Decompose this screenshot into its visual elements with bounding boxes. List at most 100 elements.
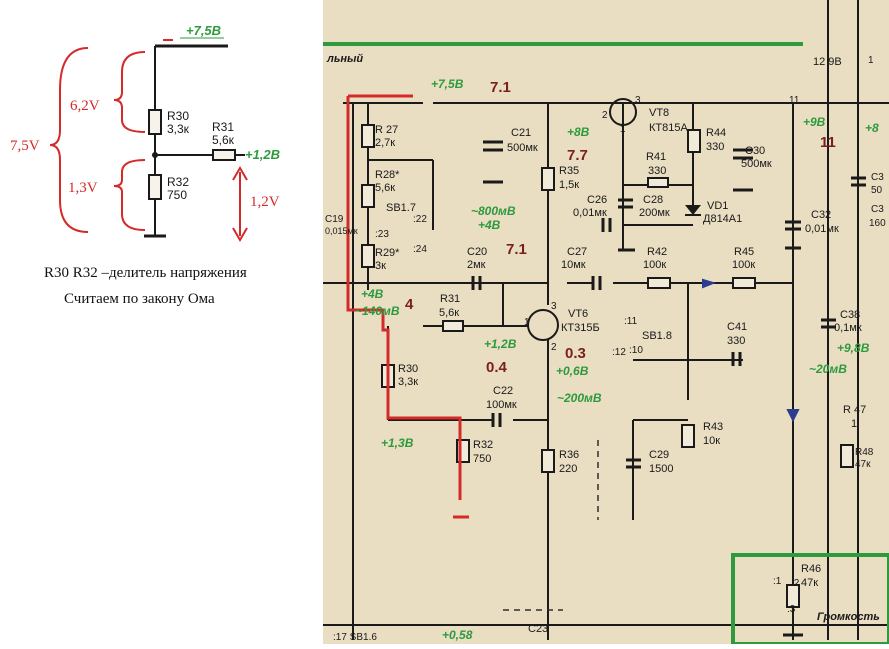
c41-name: C41 (727, 321, 747, 333)
c19-name: C19 (325, 214, 344, 225)
c38-name: C38 (840, 309, 860, 321)
r41-value: 330 (648, 165, 666, 177)
v058-voltage: +0,58 (442, 628, 473, 642)
r30-value: 3,3к (398, 376, 418, 388)
vd1-type: Д814А1 (703, 213, 742, 225)
v140-voltage: ~140мВ (355, 304, 400, 318)
left-explanation-panel: +7,5В R30 3,3к R31 5,6к +1,2В R32 750 7,… (0, 0, 323, 644)
vt8-pin-3: 3 (635, 95, 641, 106)
r28-value: 5,6к (375, 182, 395, 194)
r28-name: R28* (375, 169, 400, 181)
right-edge-50: 50 (871, 185, 883, 196)
sb18-pin-12: :12 (612, 347, 626, 358)
c32-name: C32 (811, 209, 831, 221)
c20-value: 2мк (467, 259, 486, 271)
c30-name: C30 (745, 145, 765, 157)
v800-voltage: ~800мВ (471, 204, 516, 218)
r31-name: R31 (212, 120, 234, 134)
c29-name: C29 (649, 449, 669, 461)
r47-value: 1 (851, 418, 857, 430)
v20-voltage: ~20мВ (809, 362, 847, 376)
r32-name: R32 (167, 175, 189, 189)
c26-value: 0,01мк (573, 207, 607, 219)
r30-name: R30 (398, 363, 418, 375)
r44-value: 330 (706, 141, 724, 153)
schematic-scan: льный R 27 2,7к R28* 5,6к SB1.7 :22 :23 … (323, 0, 889, 646)
v12-voltage: +1,2В (484, 337, 517, 351)
r45-name: R45 (734, 246, 754, 258)
right-edge-c3b: C3 (871, 204, 884, 215)
r35-name: R35 (559, 165, 579, 177)
c26-name: C26 (587, 194, 607, 206)
r30-resistor (148, 109, 162, 135)
r47-name: R 47 (843, 404, 866, 416)
c19-value: 0,015мк (325, 226, 358, 236)
right-edge-plus8: +8 (865, 121, 879, 135)
r46-name: R46 (801, 563, 821, 575)
v9-pin-11: 11 (789, 95, 800, 106)
v200-voltage: ~200мВ (557, 391, 602, 405)
output-voltage-label: +1,2В (245, 147, 280, 162)
vt8-name: VT8 (649, 107, 669, 119)
vt6-pin-2: 2 (551, 342, 557, 353)
lower-bracket (113, 159, 146, 231)
c22-value: 100мк (486, 399, 517, 411)
c21-name: C21 (511, 127, 531, 139)
sb18-pin-11: :11 (624, 316, 638, 327)
v8-voltage: +8В (567, 125, 590, 139)
v06-voltage: +0,6В (556, 364, 589, 378)
v98b-voltage: +9,8В (837, 341, 870, 355)
c28-name: C28 (643, 194, 663, 206)
v98-mark: 11 (820, 134, 836, 151)
sb17-name: SB1.7 (386, 202, 416, 214)
v9-pin-12: 12 9В (813, 56, 842, 68)
r30-name: R30 (167, 109, 189, 123)
right-edge-c3: C3 (871, 172, 884, 183)
r46-pin-1: :1 (773, 576, 782, 587)
v800-voltage2: +4В (478, 218, 501, 232)
r42-value: 100к (643, 259, 666, 271)
arrow-label: 1,2V (250, 194, 280, 210)
c41-value: 330 (727, 335, 745, 347)
r32-value: 750 (473, 453, 491, 465)
c28-value: 200мк (639, 207, 670, 219)
upper-bracket-label: 6,2V (70, 98, 100, 114)
sb17-pin-24: :24 (413, 244, 427, 255)
sb17-pin-23: :23 (375, 229, 389, 240)
v800-mark: 7.1 (506, 241, 527, 258)
v06-mark: 0.3 (565, 345, 586, 362)
top-voltage-label: +7,5В (186, 23, 221, 38)
caption-divider: R30 R32 –делитель напряжения (44, 265, 247, 281)
v4-voltage: +4В (361, 287, 384, 301)
r46-value: 47к (801, 577, 818, 589)
divider-diagram: +7,5В R30 3,3к R31 5,6к +1,2В R32 750 7,… (10, 23, 280, 307)
c38-value: 0,1мк (834, 322, 862, 334)
supply-voltage: +7,5В (431, 77, 464, 91)
c23-name: C23 (528, 623, 548, 635)
r45-value: 100к (732, 259, 755, 271)
total-bracket (49, 47, 89, 233)
c21-value: 500мк (507, 142, 538, 154)
upper-bracket (113, 51, 146, 133)
c22-name: C22 (493, 385, 513, 397)
caption-ohm-law: Считаем по закону Ома (64, 291, 215, 307)
r43-value: 10к (703, 435, 720, 447)
header-text: льный (326, 53, 363, 65)
arrow-head-down (232, 227, 248, 242)
r32-name: R32 (473, 439, 493, 451)
vt8-pin-2: 2 (602, 110, 608, 121)
v13-voltage: +1,3В (381, 436, 414, 450)
r31-resistor (212, 149, 236, 161)
r29-value: 3к (375, 260, 386, 272)
sb18-pin-10: :10 (629, 345, 643, 356)
r32-resistor (148, 174, 162, 200)
c20-name: C20 (467, 246, 487, 258)
r31-value: 5,6к (439, 307, 459, 319)
v12-mark: 0.4 (486, 359, 508, 376)
sb16-label: :17 SB1.6 (333, 632, 377, 643)
lower-bracket-label: 1,3V (68, 180, 98, 196)
supply-mark: 7.1 (490, 79, 511, 96)
c29-value: 1500 (649, 463, 673, 475)
v98-voltage: +9В (803, 115, 826, 129)
vt6-type: КТ315Б (561, 322, 600, 334)
